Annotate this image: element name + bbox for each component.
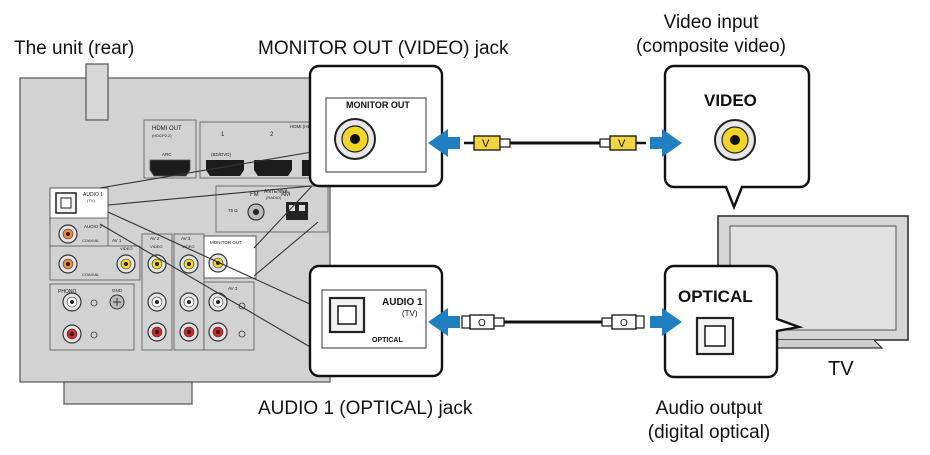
monitor-out-jack-label: MONITOR OUT (VIDEO) jack [258,38,509,59]
panel-av1: AV 1 [112,238,122,243]
panel-hdmi-1: 1 [221,132,225,138]
monitor-out-callout-label: MONITOR OUT [346,100,410,110]
panel-av-bottom: AV 3 [228,286,238,291]
panel-radio: (RADIO) [266,195,282,200]
video-input-sub-label: (composite video) [636,36,786,57]
panel-ohm: 75 Ω [228,208,238,213]
panel-video-3: VIDEO [182,244,194,249]
tv-label: TV [828,358,854,380]
panel-gnd: GND [112,288,123,293]
optical-arrow-left [428,308,460,336]
unit-rear-panel: HDMI OUT (HDCP2.2) ARC HDMI (HDCP2.2) 1 … [19,63,331,405]
panel-coaxial-2: COAXIAL [82,272,100,277]
audio1-callout-sub: (TV) [402,309,418,318]
panel-hdmi-out-sub: (HDCP2.2) [152,133,172,138]
unit-rear-label: The unit (rear) [14,38,134,59]
optical-small-label: OPTICAL [372,337,403,344]
panel-antenna: ANTENNA [264,189,289,195]
optical-arrow-right [650,308,682,336]
panel-hdmi-2: 2 [270,132,274,138]
audio-output-label: Audio output [656,398,763,419]
optical-callout-label: OPTICAL [678,287,753,306]
video-input-callout: VIDEO [663,64,811,211]
panel-audio1: AUDIO 1 [83,192,103,198]
panel-coaxial-1: COAXIAL [82,238,100,243]
audio1-callout-label: AUDIO 1 [382,297,423,308]
optical-jack-callout [328,296,366,334]
panel-video-1: VIDEO [120,246,132,251]
panel-phono: PHONO [58,289,76,295]
optical-cable: O O [428,308,682,336]
video-arrow-right [650,129,682,157]
video-arrow-left [428,129,460,157]
panel-hdmi-in-label: HDMI (HDCP2.2) [290,124,325,129]
video-plug-right-label: V [618,138,626,150]
video-input-label: Video input [664,12,759,33]
audio-output-sub-label: (digital optical) [648,422,771,443]
video-plug-left-label: V [482,138,490,150]
optical-plug-right-label: O [620,318,628,329]
panel-audio2: AUDIO 2 [84,224,103,229]
panel-arc-label: ARC [162,152,172,157]
panel-bd-dvd: (BD/DVD) [211,152,232,157]
monitor-out-callout: MONITOR OUT [308,64,444,188]
panel-av2: AV 2 [150,236,160,241]
panel-monitor-out: MONITOR OUT [210,240,242,245]
video-callout-label: VIDEO [704,91,757,110]
panel-hdmi-out-label: HDMI OUT [152,126,182,132]
hdmi-in-1-port [206,160,244,176]
panel-am: AM [281,192,290,198]
panel-av3: AV 3 [181,236,191,241]
hdmi-in-2-port [254,160,292,176]
panel-fm: FM [250,192,259,198]
audio-output-callout: OPTICAL [663,264,804,379]
panel-video-2: VIDEO [150,244,162,249]
audio1-jack-label: AUDIO 1 (OPTICAL) jack [258,398,473,419]
panel-audio1-tv: (TV) [87,198,95,203]
leader-lines [99,151,319,349]
audio1-optical-callout: AUDIO 1 (TV) OPTICAL [308,264,444,378]
video-cable: V V [428,129,682,157]
optical-plug-left-label: O [478,318,486,329]
hdmi-out-port [149,159,191,177]
